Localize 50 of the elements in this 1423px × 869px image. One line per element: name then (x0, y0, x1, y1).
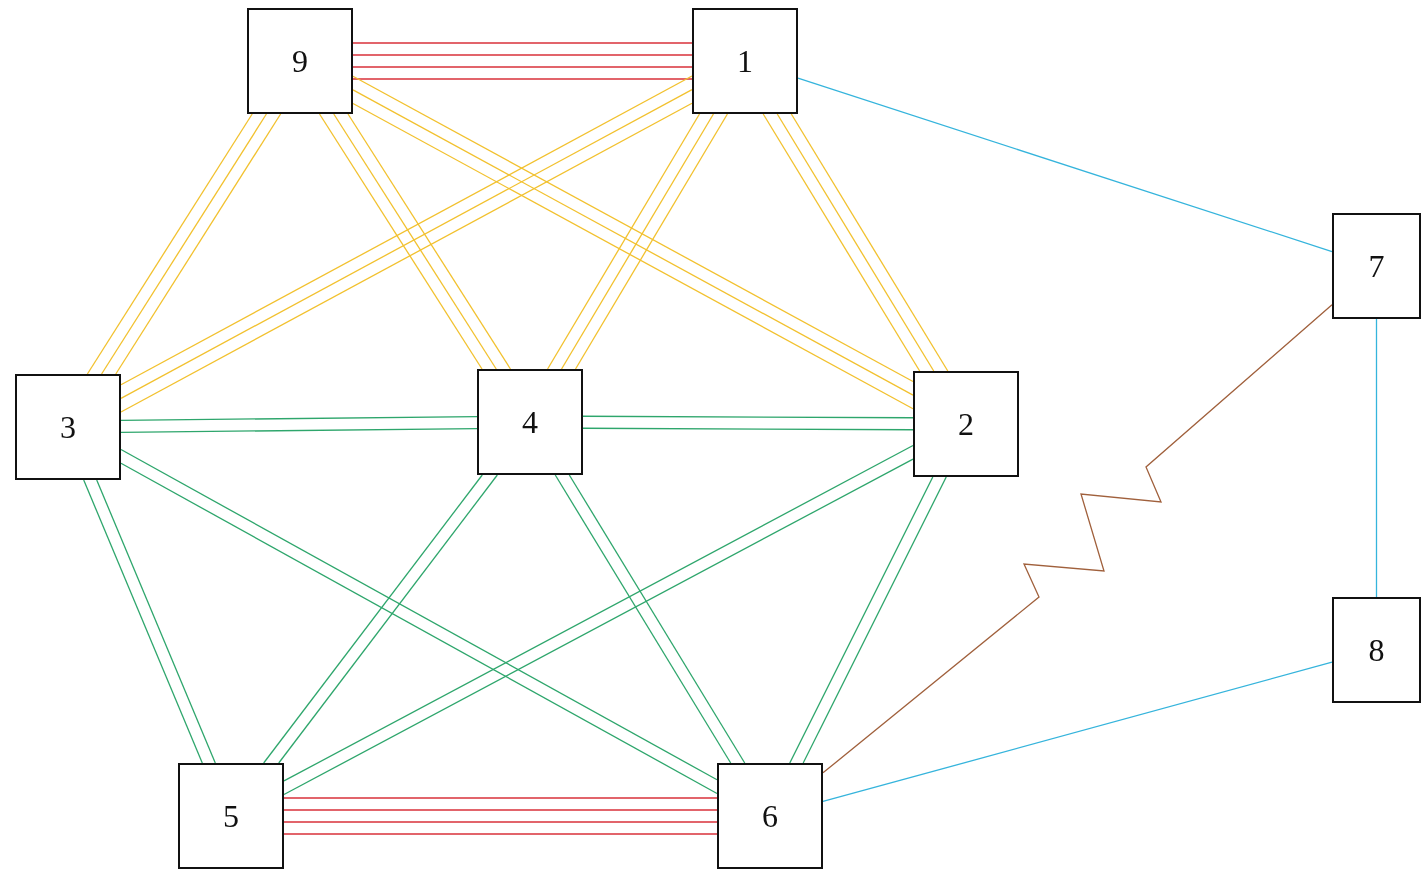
node-box (692, 8, 798, 114)
connector-line (352, 42, 693, 44)
node-number: 2 (958, 408, 974, 440)
connector-line (283, 821, 718, 823)
connector-line (797, 77, 1333, 253)
connector-line (86, 113, 253, 375)
node-number: 6 (762, 800, 778, 832)
connector-line (283, 797, 718, 799)
node-box (717, 763, 823, 869)
connector-line (283, 809, 718, 811)
zigzag-line (822, 304, 1333, 774)
connector-line (762, 113, 921, 372)
connector-line (352, 78, 693, 80)
connector-line (100, 113, 268, 375)
node-number: 3 (60, 411, 76, 443)
node-box (1332, 597, 1421, 703)
connector-line (115, 113, 282, 375)
connector-line (802, 476, 947, 764)
connector-line (790, 113, 949, 372)
node-number: 7 (1368, 250, 1385, 282)
node-box (913, 371, 1019, 477)
connector-line (347, 113, 512, 370)
connector-line (120, 427, 478, 434)
node-box (247, 8, 353, 114)
connector-line (352, 54, 693, 56)
node-box (477, 369, 583, 475)
node-number: 1 (737, 45, 753, 77)
connector-line (546, 113, 701, 370)
connector-line (333, 113, 497, 370)
connector-line (822, 661, 1333, 803)
connector-line (1375, 318, 1378, 598)
connector-line (776, 113, 935, 372)
connector-line (560, 113, 715, 370)
node-number: 5 (223, 800, 239, 832)
connector-line (318, 113, 483, 370)
connector-line (352, 66, 693, 68)
node-box (178, 763, 284, 869)
node-number: 9 (292, 45, 308, 77)
connector-line (283, 833, 718, 835)
connector-line (83, 479, 203, 764)
node-number: 8 (1368, 634, 1385, 666)
connector-line (582, 415, 914, 419)
node-box (1332, 213, 1421, 319)
node-box (15, 374, 121, 480)
connector-line (120, 415, 478, 422)
connector-line (574, 113, 729, 370)
connector-line (96, 479, 216, 764)
connector-line (582, 427, 914, 431)
node-number: 4 (522, 406, 538, 438)
connector-line (789, 476, 934, 764)
